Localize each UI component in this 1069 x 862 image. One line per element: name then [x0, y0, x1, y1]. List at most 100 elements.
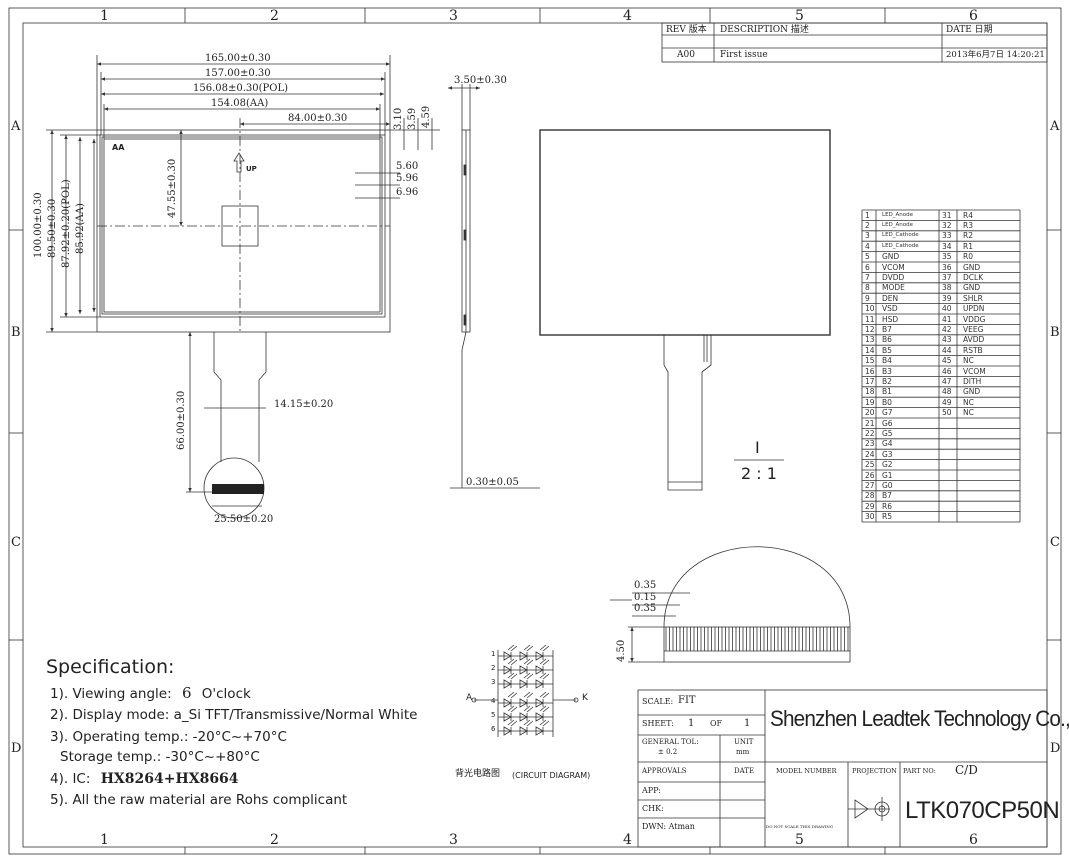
pin-number: 9: [865, 293, 870, 303]
panel-outline: [96, 129, 391, 333]
led-diode-icon: [503, 719, 518, 736]
led-diode-icon: [535, 691, 550, 708]
title-block-frame: [637, 689, 1048, 848]
dim-bezel-height: 89.50±0.30: [47, 198, 58, 258]
row-label: A: [11, 119, 21, 134]
pin-signal: GND: [963, 387, 981, 397]
scale-ratio: 2 : 1: [741, 464, 777, 483]
dim-outer-width: 165.00±0.30: [205, 53, 271, 64]
pin-number: 3: [865, 231, 870, 241]
pin-number: 10: [865, 304, 875, 314]
pin-number: 30: [865, 512, 875, 522]
pin-number: 6: [865, 262, 870, 272]
pin-signal: VCOM: [882, 262, 905, 272]
scale-top: I: [755, 438, 760, 457]
row-label: B: [1050, 325, 1060, 340]
led-diode-icon: [519, 658, 534, 675]
sheet-number: 1: [688, 718, 695, 729]
pin-signal: NC: [963, 408, 974, 418]
spec-line-6: 5). All the raw material are Rohs compli…: [50, 792, 348, 808]
pin-signal: G7: [882, 408, 893, 418]
circuit-caption-en: (CIRCUIT DIAGRAM): [512, 771, 591, 780]
pin-number: 22: [865, 428, 875, 438]
pin-signal: LED_Cathode: [882, 232, 919, 239]
dim-top-c: 4.59: [421, 105, 432, 128]
pin-number: 29: [865, 501, 875, 511]
side-view: [448, 84, 540, 489]
pin-signal: SHLR: [963, 293, 983, 303]
pin-number: 8: [865, 283, 870, 293]
pin-number: 43: [942, 335, 952, 345]
pin-number: 25: [865, 460, 875, 470]
chk-label: CHK:: [642, 804, 664, 813]
cathode-terminal: [573, 697, 579, 703]
pin-signal: B7: [882, 491, 892, 501]
led-diode-icon: [535, 719, 550, 736]
scale-label: SCALE:: [642, 697, 674, 706]
pin-number: 38: [942, 283, 952, 293]
pin-signal: LED_Anode: [882, 221, 914, 228]
pin-signal: VSD: [882, 304, 898, 314]
col-label: 5: [795, 832, 804, 848]
model-number: LTK070CP50N: [905, 797, 1060, 824]
pin-number: 31: [942, 210, 952, 220]
outer-border: [8, 7, 1062, 855]
pin-number: 49: [942, 397, 952, 407]
led-diode-icon: [503, 691, 518, 708]
row-label: C: [11, 535, 21, 550]
pin-signal: GND: [963, 262, 981, 272]
pin-number: 34: [942, 241, 952, 251]
pin-number: 48: [942, 387, 952, 397]
pin-number: 46: [942, 366, 952, 376]
pin-number: 33: [942, 231, 952, 241]
led-diode-icon: [519, 691, 534, 708]
pin-number: 35: [942, 252, 952, 262]
pin-number: 17: [865, 376, 875, 386]
part-no-value: C/D: [955, 763, 978, 777]
part-no-label: PART NO:: [903, 767, 936, 775]
dim-connector-a: 0.35: [634, 580, 657, 591]
pin-signal: DEN: [882, 293, 899, 303]
col-label: 6: [969, 832, 978, 848]
dim-outer-height: 100.00±0.30: [33, 192, 44, 258]
pin-number: 4: [865, 241, 870, 251]
pin-number: 50: [942, 408, 952, 418]
led-diode-icon: [535, 705, 550, 722]
spec-line-3: 3). Operating temp.: -20°C~+70°C: [50, 729, 287, 745]
dim-pol-width: 156.08±0.30(POL): [193, 83, 289, 94]
circuit-caption-cn: 背光电路图: [455, 769, 501, 779]
pin-signal: G5: [882, 428, 893, 438]
led-row-number: 1: [491, 650, 496, 658]
app-label: APP:: [642, 786, 661, 795]
pin-number: 23: [865, 439, 875, 449]
dim-connector-c: 0.35: [634, 603, 657, 614]
revision-table-frame: [661, 22, 1048, 63]
pin-signal: DVDD: [882, 272, 905, 282]
pin-signal: B6: [882, 335, 892, 345]
pin-signal: HSD: [882, 314, 899, 324]
connector-detail: [610, 546, 851, 663]
pin-signal: AVDD: [963, 335, 985, 345]
pin-signal: GND: [882, 252, 900, 262]
no-scale-note: DO NOT SCALE THIS DRAWING: [766, 824, 834, 829]
pin-number: 28: [865, 491, 875, 501]
pin-number: 32: [942, 220, 952, 230]
pin-signal: VCOM: [963, 366, 986, 376]
pin-signal: B0: [882, 397, 892, 407]
pin-number: 1: [865, 210, 870, 220]
pin-signal: B4: [882, 356, 892, 366]
led-diode-icon: [519, 644, 534, 661]
sheet-total: 1: [744, 718, 751, 729]
front-view: [46, 55, 440, 519]
rev-header: REV 版本: [666, 25, 707, 35]
pin-number: 36: [942, 262, 952, 272]
dim-fpc-tail: 25.50±0.20: [214, 514, 274, 525]
pin-signal: B7: [882, 324, 892, 334]
pin-signal: R6: [882, 501, 892, 511]
pin-number: 7: [865, 272, 870, 282]
pin-signal: DITH: [963, 376, 982, 386]
led-row-number: 2: [491, 664, 496, 672]
led-row-number: 4: [491, 697, 496, 705]
pin-number: 15: [865, 356, 875, 366]
